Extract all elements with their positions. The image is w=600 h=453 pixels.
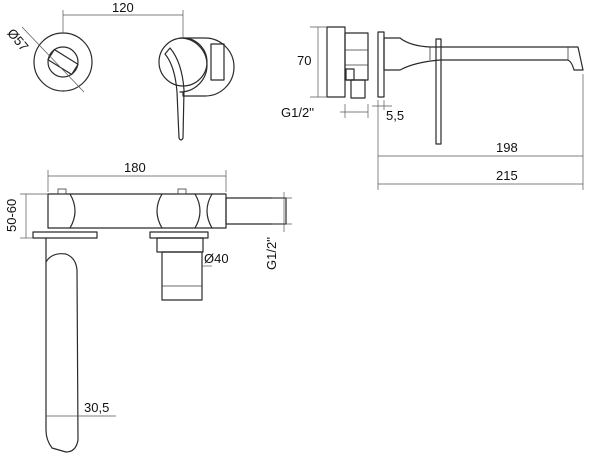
spout-rosette-top — [32, 231, 98, 239]
dimension-50-60: 50-60 — [4, 199, 19, 232]
inlet-fitting-top — [225, 197, 287, 225]
spout-rosette-inner — [47, 46, 79, 78]
wall-box — [326, 26, 346, 98]
rosette-side — [377, 31, 385, 98]
front-view: 120 Ø57 — [4, 0, 235, 141]
dimension-120: 120 — [112, 0, 134, 15]
dimension-215: 215 — [496, 168, 518, 183]
mixer-rosette — [179, 37, 235, 97]
mixer-neck — [156, 237, 204, 253]
side-view: 70 G1/2'' 5,5 198 215 — [281, 26, 584, 190]
dimension-diameter-40: Ø40 — [204, 251, 229, 266]
lever-side — [435, 38, 442, 145]
spout-top — [45, 237, 79, 453]
mixer-cartridge — [161, 251, 203, 301]
mixer-rosette-top — [149, 231, 209, 239]
dimension-5-5: 5,5 — [386, 108, 404, 123]
spout-rosette-outer — [33, 32, 93, 92]
top-view: 180 50-60 Ø40 G1/2'' 30,5 — [4, 160, 292, 453]
inlet-connector — [350, 79, 366, 99]
dimension-diameter-57: Ø57 — [4, 26, 31, 54]
valve-body-top — [47, 193, 227, 229]
dimension-198: 198 — [496, 140, 518, 155]
thread-label-side: G1/2'' — [264, 237, 279, 270]
spout-side — [383, 37, 584, 71]
dimension-30-5: 30,5 — [84, 400, 109, 415]
spout-outlet — [47, 48, 79, 76]
dimension-180: 180 — [124, 160, 146, 175]
nut — [345, 68, 355, 81]
lever-handle — [164, 47, 185, 141]
dimension-70: 70 — [297, 53, 311, 68]
thread-label-top: G1/2'' — [281, 105, 314, 120]
mixer-plate — [210, 43, 225, 81]
wall-box-inner — [344, 32, 369, 81]
